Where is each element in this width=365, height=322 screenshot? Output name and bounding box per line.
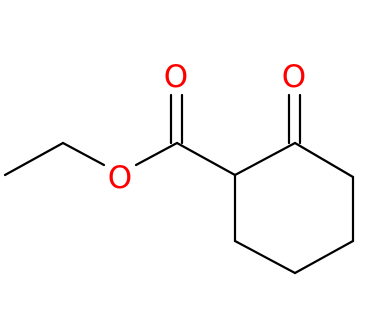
bond-ether-o-to-ch2 [61,141,106,167]
bond-ring-c1-c2 [233,141,297,177]
atom-label-ketone-oxygen: O [282,59,306,95]
bond-carbonyl-to-ether-o [134,141,179,167]
bond-ring-to-carbonyl [175,141,237,177]
bond-ch2-to-ch3 [3,141,65,177]
atom-label-ether-oxygen: O [108,160,132,196]
bond-ring-c2-c3 [293,141,355,179]
bond-ring-c4-c5 [293,239,355,275]
atom-label-ester-carbonyl-oxygen: O [164,59,188,95]
bond-ring-c5-c6 [233,239,297,275]
